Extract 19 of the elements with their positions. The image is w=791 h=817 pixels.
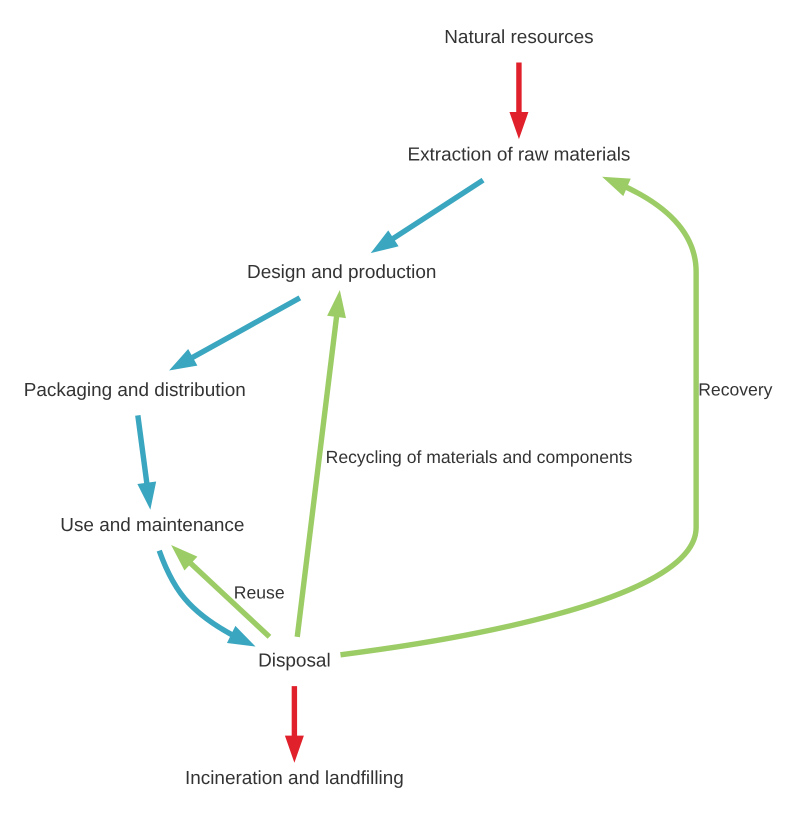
arrow	[135, 415, 156, 510]
node-text: Incineration and landfilling	[184, 768, 404, 790]
node-text: Disposal	[258, 650, 331, 672]
edge-label: Recycling of materials and components	[326, 447, 632, 468]
arrow	[171, 545, 272, 639]
arrow	[156, 550, 256, 646]
arrow	[169, 295, 302, 370]
arrow	[509, 62, 528, 140]
node-text: Natural resources	[444, 26, 594, 48]
edge-label: Recovery	[698, 380, 772, 400]
node-text: Packaging and distribution	[24, 380, 246, 401]
edge-label: Reuse	[234, 582, 285, 602]
node-text: Design and production	[247, 262, 436, 284]
arrow	[340, 176, 699, 658]
arrow	[284, 686, 304, 763]
arrow	[370, 178, 485, 254]
arrow	[294, 290, 346, 638]
node-text: Use and maintenance	[60, 515, 244, 536]
node-text: Extraction of raw materials	[407, 144, 630, 166]
